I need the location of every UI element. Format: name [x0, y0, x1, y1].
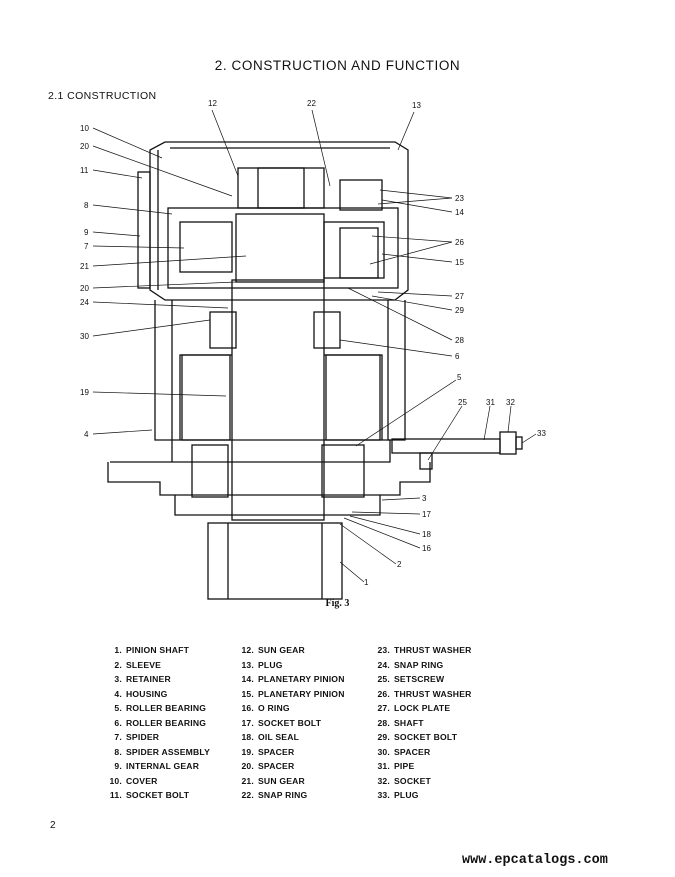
callout-13: 13: [412, 101, 421, 110]
parts-list-item: 22.SNAP RING: [241, 790, 308, 800]
parts-list-item: 29.SOCKET BOLT: [377, 732, 458, 742]
planet-carrier: [167, 207, 399, 289]
callout-18: 18: [422, 530, 431, 539]
planetary-pinion: [339, 227, 379, 279]
callout-16: 16: [422, 544, 431, 553]
parts-list-item: 14.PLANETARY PINION: [241, 674, 345, 684]
callout-2: 2: [397, 560, 402, 569]
parts-list-item: 27.LOCK PLATE: [377, 703, 451, 713]
callout-20a: 20: [80, 142, 89, 151]
parts-list-item: 25.SETSCREW: [377, 674, 445, 684]
callout-20b: 20: [80, 284, 89, 293]
callout-23: 23: [455, 194, 464, 203]
sun-gear-top: [237, 167, 325, 209]
parts-list-item: 8.SPIDER ASSEMBLY: [114, 746, 211, 757]
parts-list-item: 31.PIPE: [377, 761, 415, 771]
callout-4: 4: [84, 430, 89, 439]
parts-list-item: 5.ROLLER BEARING: [114, 703, 207, 713]
roller-bearing-lower-right: [321, 444, 365, 498]
callout-3: 3: [422, 494, 427, 503]
callout-22: 22: [307, 99, 316, 108]
parts-list-item: 21.SUN GEAR: [241, 775, 305, 786]
parts-list-column-2: 12.SUN GEAR 13.PLUG 14.PLANETARY PINION …: [240, 645, 345, 805]
callout-24: 24: [80, 298, 89, 307]
callout-15: 15: [455, 258, 464, 267]
parts-list-item: 33.PLUG: [377, 790, 419, 800]
callout-8: 8: [84, 201, 89, 210]
parts-list-item: 17.SOCKET BOLT: [241, 717, 322, 728]
parts-list-item: 28.SHAFT: [377, 717, 424, 728]
pinion-output: [207, 522, 343, 600]
callout-32: 32: [506, 398, 515, 407]
parts-list-item: 1.PINION SHAFT: [114, 645, 190, 655]
callout-31: 31: [486, 398, 495, 407]
parts-list-item: 16.O RING: [241, 703, 290, 713]
socket-bolt-side: [137, 171, 151, 289]
pinion-shaft: [231, 279, 325, 521]
parts-list-item: 9.INTERNAL GEAR: [114, 761, 200, 771]
callout-21: 21: [80, 262, 89, 271]
callout-19: 19: [80, 388, 89, 397]
callout-1: 1: [364, 578, 369, 587]
callout-9: 9: [84, 228, 89, 237]
pipe: [391, 438, 501, 454]
parts-list-item: 7.SPIDER: [114, 732, 160, 742]
parts-list-column-3: 23.THRUST WASHER 24.SNAP RING 25.SETSCRE…: [376, 645, 472, 805]
callout-7: 7: [84, 242, 89, 251]
parts-list-item: 10.COVER: [109, 775, 158, 786]
page-number: 2: [50, 820, 56, 831]
parts-list-item: 32.SOCKET: [377, 775, 432, 786]
parts-list-item: 15.PLANETARY PINION: [241, 688, 345, 699]
parts-list-item: 26.THRUST WASHER: [377, 688, 472, 699]
figure-caption: Fig. 3: [325, 598, 350, 609]
roller-bearing-upper-right: [313, 311, 341, 349]
parts-list-item: 11.SOCKET BOLT: [109, 790, 190, 800]
callout-14: 14: [455, 208, 464, 217]
callout-25: 25: [458, 398, 467, 407]
parts-list-item: 6.ROLLER BEARING: [114, 717, 207, 728]
parts-list-item: 3.RETAINER: [114, 674, 171, 684]
section-heading: 2.1 CONSTRUCTION: [48, 90, 157, 102]
callout-6: 6: [455, 352, 460, 361]
callout-5: 5: [457, 373, 462, 382]
roller-bearing-upper-left: [209, 311, 237, 349]
parts-list-column-1: 1.PINION SHAFT 2.SLEEVE 3.RETAINER 4.HOU…: [108, 645, 210, 805]
callout-12: 12: [208, 99, 217, 108]
housing-flange: [110, 439, 391, 463]
page-title: 2. CONSTRUCTION AND FUNCTION: [214, 58, 461, 73]
socket: [499, 431, 517, 455]
parts-list-item: 20.SPACER: [241, 761, 295, 771]
roller-bearing-lower-left: [191, 444, 229, 498]
footer-watermark: www.epcatalogs.com: [462, 853, 608, 868]
callout-30: 30: [80, 332, 89, 341]
parts-list-item: 30.SPACER: [377, 746, 431, 757]
parts-list-item: 2.SLEEVE: [114, 659, 162, 670]
callout-10: 10: [80, 124, 89, 133]
parts-list-item: 18.OIL SEAL: [241, 732, 300, 742]
callout-26: 26: [455, 238, 464, 247]
callout-29: 29: [455, 306, 464, 315]
parts-list-item: 19.SPACER: [241, 746, 295, 757]
housing-outline: [154, 300, 173, 441]
parts-list-item: 13.PLUG: [241, 659, 283, 670]
callout-27: 27: [455, 292, 464, 301]
parts-list-item: 23.THRUST WASHER: [377, 645, 472, 655]
callout-11: 11: [80, 166, 89, 175]
cover-outline: [149, 141, 409, 301]
parts-list-item: 12.SUN GEAR: [241, 645, 305, 655]
parts-list-item: 24.SNAP RING: [377, 659, 444, 670]
callout-28: 28: [455, 336, 464, 345]
callout-17: 17: [422, 510, 431, 519]
parts-list-item: 4.HOUSING: [114, 688, 168, 699]
callout-33: 33: [537, 429, 546, 438]
